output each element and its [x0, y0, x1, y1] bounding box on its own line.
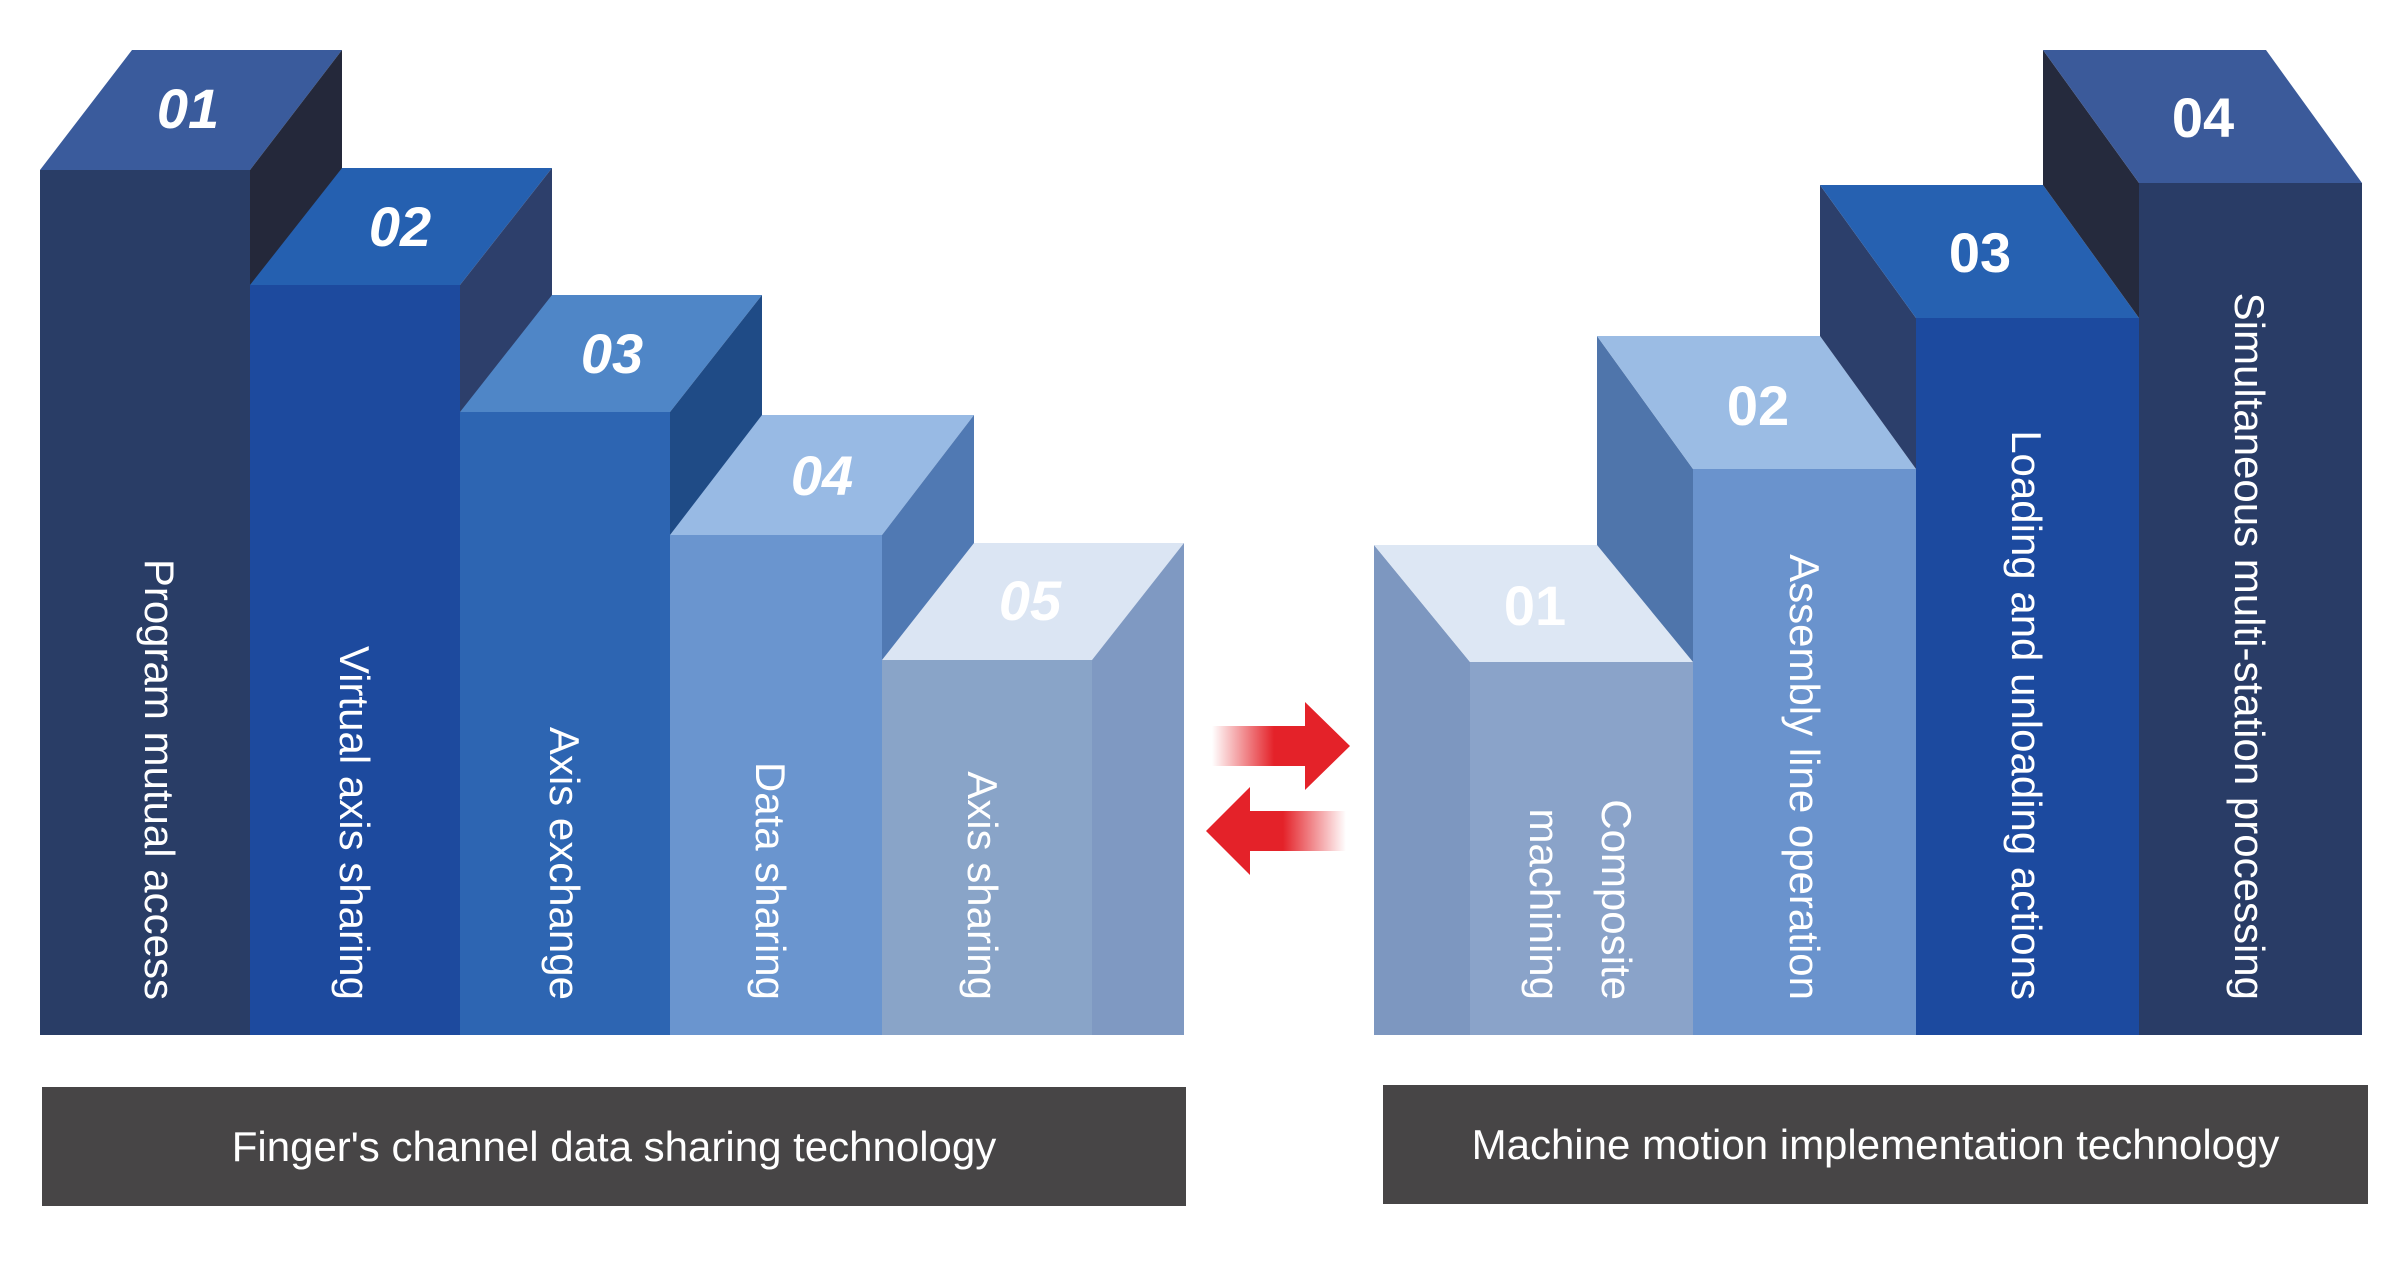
left-step-03-number: 03	[581, 322, 643, 385]
left-step-05: 05 Axis sharing	[882, 543, 1184, 1035]
left-step-02: 02 Virtual axis sharing	[250, 168, 552, 1035]
exchange-arrows-icon	[1206, 702, 1350, 875]
left-step-03-front	[460, 412, 670, 1035]
left-group-title: Finger's channel data sharing technology	[231, 1122, 997, 1170]
right-step-02-number: 02	[1727, 374, 1789, 437]
right-step-03-label: Loading and unloading actions	[2003, 430, 2050, 1000]
left-step-04-label: Data sharing	[747, 762, 794, 1000]
left-step-04-front	[670, 535, 882, 1035]
right-step-04-side	[2043, 50, 2139, 318]
right-step-03-top	[1820, 185, 2139, 318]
right-step-04-front	[2139, 183, 2362, 1035]
right-group-title-bar: Machine motion implementation technology	[1383, 1085, 2368, 1204]
left-step-02-number: 02	[369, 195, 431, 258]
left-step-04-number: 04	[791, 444, 853, 507]
left-step-02-label: Virtual axis sharing	[331, 646, 378, 1000]
left-step-05-top	[882, 543, 1184, 660]
right-step-01-top	[1374, 545, 1693, 662]
left-step-03: 03 Axis exchange	[460, 295, 762, 1035]
right-step-02-side	[1597, 336, 1693, 662]
left-step-01-number: 01	[157, 77, 219, 140]
right-step-01-label-line1: Composite	[1593, 799, 1640, 1000]
left-step-01-top	[40, 50, 342, 170]
left-staircase: 01 Program mutual access 02 Virtual axis…	[40, 50, 1184, 1035]
right-step-02-top	[1597, 336, 1916, 469]
left-step-03-label: Axis exchange	[541, 727, 588, 1000]
left-step-02-top	[250, 168, 552, 285]
left-step-01: 01 Program mutual access	[40, 50, 342, 1035]
right-step-04-top	[2043, 50, 2362, 183]
right-step-01-label-line2: machining	[1521, 809, 1568, 1000]
right-group-title: Machine motion implementation technology	[1471, 1120, 2280, 1168]
left-step-05-front	[882, 660, 1092, 1035]
left-step-04-top	[670, 415, 974, 535]
right-step-03-side	[1820, 185, 1916, 469]
arrow-left-icon	[1206, 787, 1346, 875]
right-step-01-side	[1374, 545, 1470, 1035]
right-step-02: 02 Assembly line operation	[1597, 336, 1916, 1035]
left-step-05-number: 05	[999, 569, 1062, 632]
left-step-05-label: Axis sharing	[959, 771, 1006, 1000]
right-step-03: 03 Loading and unloading actions	[1820, 185, 2139, 1035]
right-step-01-front	[1470, 662, 1693, 1035]
right-step-03-front	[1916, 318, 2139, 1035]
right-step-02-front	[1693, 469, 1916, 1035]
right-step-04-label: Simultaneous multi-station processing	[2226, 293, 2273, 1000]
left-step-01-front	[40, 170, 250, 1035]
arrow-right-icon	[1212, 702, 1350, 790]
left-step-05-side	[1092, 543, 1184, 1035]
left-group-title-bar: Finger's channel data sharing technology	[42, 1087, 1186, 1206]
right-step-02-label: Assembly line operation	[1781, 554, 1828, 1000]
right-step-03-number: 03	[1949, 221, 2011, 284]
left-step-01-label: Program mutual access	[136, 559, 183, 1000]
left-step-03-top	[460, 295, 762, 412]
right-step-01-number: 01	[1504, 574, 1566, 637]
right-staircase: 01 Composite machining 02 Assembly line …	[1374, 50, 2362, 1035]
right-step-04-number: 04	[2172, 86, 2234, 149]
left-step-02-front	[250, 285, 460, 1035]
right-step-01: 01 Composite machining	[1374, 545, 1693, 1035]
right-step-04: 04 Simultaneous multi-station processing	[2043, 50, 2362, 1035]
